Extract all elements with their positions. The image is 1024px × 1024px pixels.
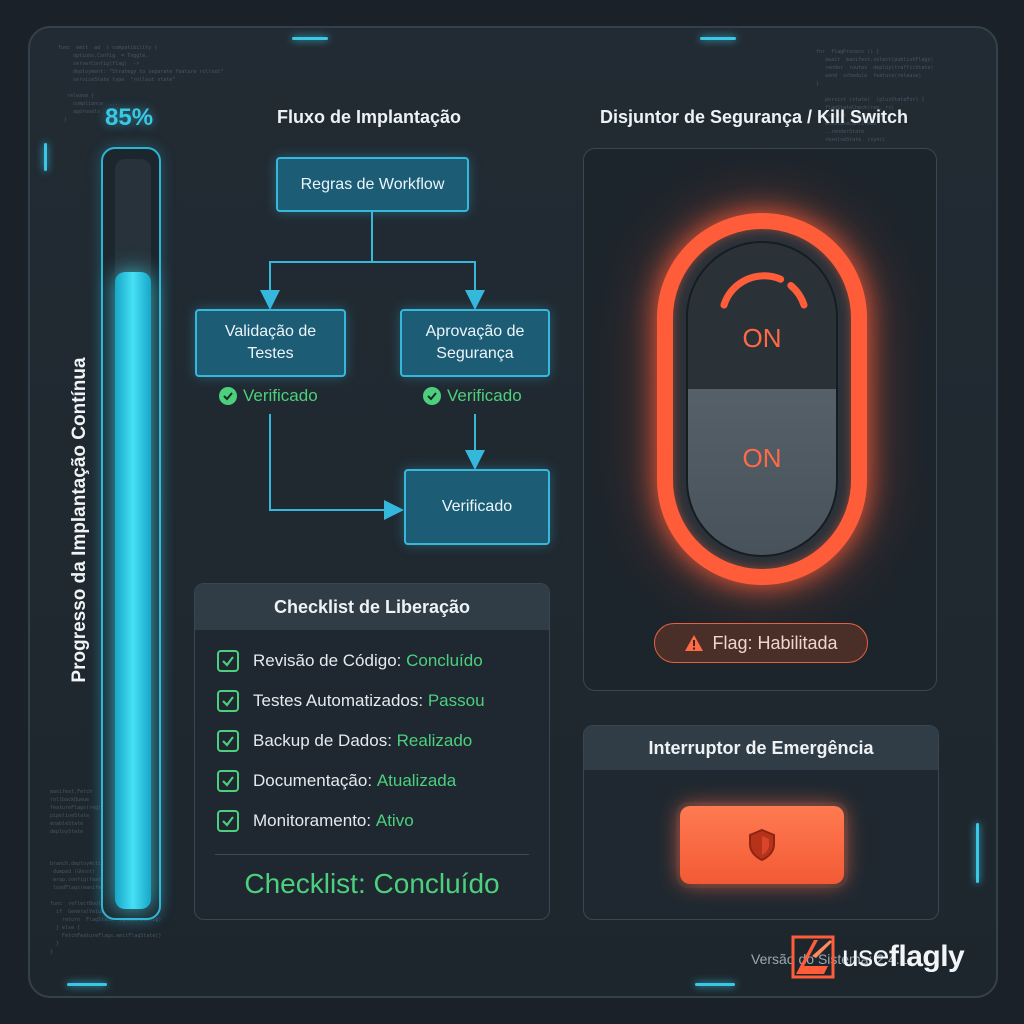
shield-icon [749, 828, 775, 862]
workflow-title: Fluxo de Implantação [277, 107, 462, 127]
checkbox-icon[interactable] [217, 810, 239, 832]
checklist-item-label: Testes Automatizados: [253, 691, 424, 710]
status-text: Verificado [243, 386, 318, 405]
kill-switch-panel: ON ON Flag: Habilitada [583, 148, 937, 691]
checklist-item[interactable]: Testes Automatizados: Passou [217, 690, 485, 712]
checklist-item-label: Backup de Dados: [253, 731, 392, 750]
node-workflow-rules[interactable]: Regras de Workflow [276, 157, 469, 212]
brand-prefix: use [842, 940, 889, 973]
checklist-item[interactable]: Documentação: Atualizada [217, 770, 456, 792]
glow-accent [700, 37, 736, 40]
brand-suffix: flagly [888, 940, 965, 973]
glow-accent [292, 37, 328, 40]
node-security-approval[interactable]: Aprovação de Segurança [400, 309, 550, 377]
glow-accent [44, 143, 47, 171]
checklist-item-label: Monitoramento: [253, 811, 372, 830]
status-text: Verificado [447, 386, 522, 405]
kill-switch-toggle[interactable]: ON ON [657, 213, 867, 585]
checklist-item-status: Atualizada [376, 771, 457, 790]
code-decoration-right: for flagProcess () { await manifest.sele… [816, 49, 934, 143]
brand-logo: useflagly [790, 934, 965, 980]
progress-percent: 85% [105, 104, 154, 131]
code-decoration-bottom: manifest.Fetch rollbackQueue featureFlag… [50, 789, 162, 955]
connector-merge [269, 414, 404, 520]
checklist-item[interactable]: Monitoramento: Ativo [217, 810, 414, 832]
release-checklist-panel: Checklist de Liberação Revisão de Código… [194, 583, 550, 920]
node-final-verified[interactable]: Verificado [404, 469, 550, 545]
kill-switch-top-half[interactable]: ON [688, 243, 836, 391]
checkbox-icon[interactable] [217, 770, 239, 792]
brand-logo-icon [791, 935, 835, 979]
brand-name: useflagly [842, 940, 965, 974]
power-arc-icon [720, 272, 808, 309]
checklist-item-label: Documentação: [253, 771, 373, 790]
glow-accent [67, 983, 107, 986]
checkbox-icon[interactable] [217, 730, 239, 752]
check-circle-icon [423, 387, 441, 405]
status-verified-left: Verificado [219, 386, 318, 406]
connector-right [372, 261, 485, 310]
checklist-item-status: Concluído [406, 651, 483, 670]
checklist-item-label: Revisão de Código: [253, 651, 402, 670]
emergency-title: Interruptor de Emergência [584, 726, 938, 770]
emergency-panel: Interruptor de Emergência [583, 725, 939, 920]
checkbox-icon[interactable] [217, 650, 239, 672]
kill-switch-rocker[interactable]: ON ON [686, 241, 838, 557]
checklist-item-status: Ativo [375, 811, 414, 830]
connector-left [260, 212, 373, 310]
version-text: Versão do Sistema: 2.4.1 [751, 951, 908, 967]
kill-switch-bottom-half[interactable]: ON [688, 389, 836, 555]
kill-switch-top-label: ON [742, 323, 782, 353]
checkbox-icon[interactable] [217, 690, 239, 712]
deployment-progress-bar [101, 147, 161, 920]
checklist-summary: Checklist: Concluído [244, 868, 500, 899]
checklist-item-status: Realizado [396, 731, 473, 750]
glow-accent [976, 823, 979, 883]
kill-switch-title: Disjuntor de Segurança / Kill Switch [600, 107, 909, 127]
emergency-stop-button[interactable] [680, 806, 844, 884]
checklist-item[interactable]: Revisão de Código: Concluído [217, 650, 483, 672]
flag-status-text: Flag: Habilitada [712, 632, 838, 653]
node-test-validation[interactable]: Validação de Testes [195, 309, 346, 377]
check-circle-icon [219, 387, 237, 405]
checklist-divider [215, 854, 529, 855]
flag-status-badge: Flag: Habilitada [654, 623, 868, 663]
emergency-button-housing [676, 802, 848, 888]
glow-accent [695, 983, 735, 986]
kill-switch-bottom-label: ON [742, 443, 782, 473]
checklist-title: Checklist de Liberação [195, 584, 549, 630]
progress-fill [115, 271, 151, 909]
status-verified-right: Verificado [423, 386, 522, 406]
code-decoration: func emit ad ( compatibility { options.C… [58, 45, 224, 123]
progress-track [115, 159, 151, 909]
warning-triangle-icon [685, 635, 704, 651]
checklist-item-status: Passou [427, 691, 485, 710]
checklist-item[interactable]: Backup de Dados: Realizado [217, 730, 472, 752]
